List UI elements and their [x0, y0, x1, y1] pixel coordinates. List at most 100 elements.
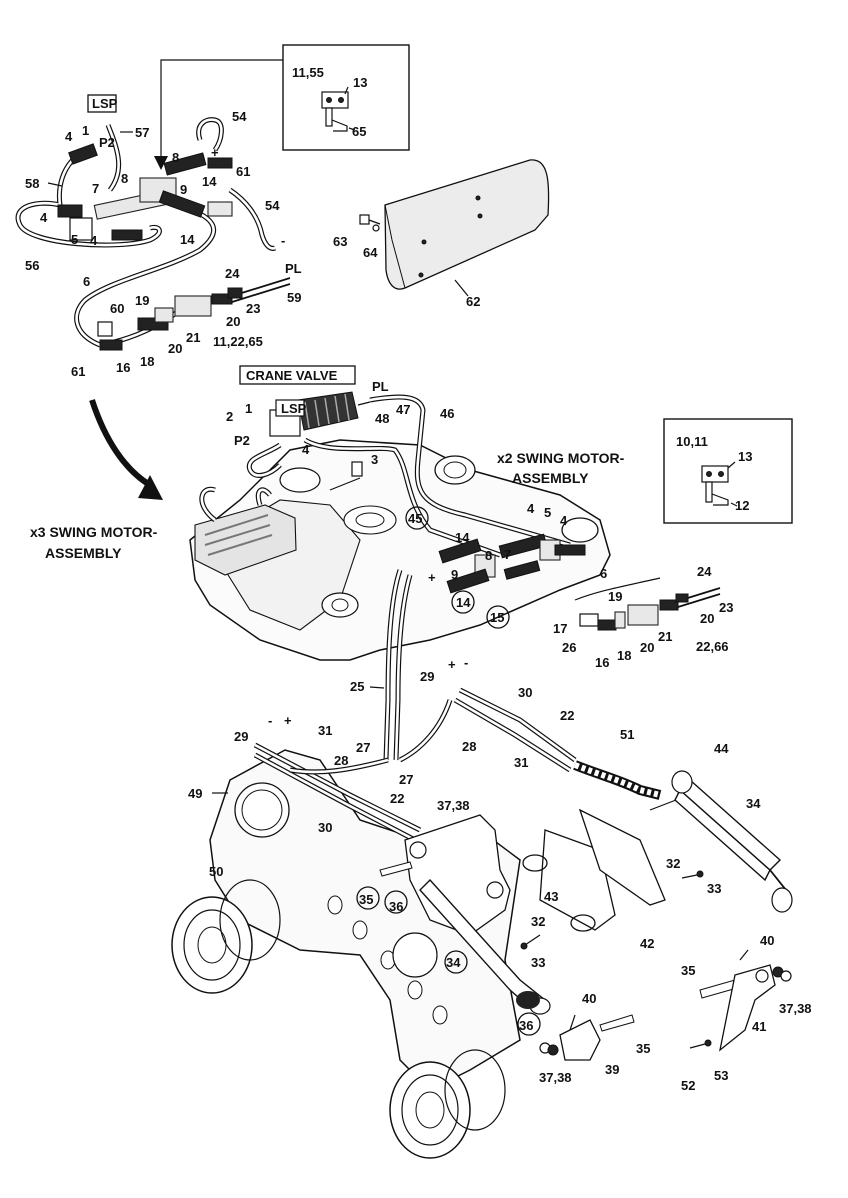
callout-c-14: 14 — [455, 530, 470, 545]
callout-c-4c: 4 — [560, 513, 568, 528]
callout-f-31: 31 — [514, 755, 528, 770]
callout-f-51: 51 — [620, 727, 634, 742]
callout-g-37-38: 37,38 — [437, 798, 470, 813]
x2-swing-motor-label-2: ASSEMBLY — [512, 470, 589, 486]
callout-g-34: 34 — [446, 955, 461, 970]
callout-c-3: 3 — [371, 452, 378, 467]
callout-e-17: 17 — [553, 621, 567, 636]
callout-b-63: 63 — [333, 234, 347, 249]
callout-h-52: 52 — [681, 1078, 695, 1093]
lsp-label-lower: LSP — [281, 401, 307, 416]
callout-f-34: 34 — [746, 796, 761, 811]
p2-label-upper: P2 — [99, 135, 115, 150]
plus-label-c: + — [428, 570, 436, 585]
callout-h-37-38: 37,38 — [779, 1001, 812, 1016]
callout-c-14b: 14 — [456, 595, 471, 610]
callout-e-19: 19 — [608, 589, 622, 604]
callout-f-44: 44 — [714, 741, 729, 756]
lsp-box-lower — [275, 399, 305, 417]
crane-base-frame — [189, 391, 611, 761]
callout-a-6: 6 — [83, 274, 90, 289]
callout-c-46: 46 — [440, 406, 454, 421]
callout-e-20: 20 — [700, 611, 714, 626]
plus-label-f: + — [448, 657, 456, 672]
callout-a-59: 59 — [287, 290, 301, 305]
callout-c-15: 15 — [490, 610, 504, 625]
callout-c-7: 7 — [504, 547, 511, 562]
callout-g-43: 43 — [544, 889, 558, 904]
callout-e-22-66: 22,66 — [696, 639, 729, 654]
callout-d-12: 12 — [735, 498, 749, 513]
callout-a-11-22-65: 11,22,65 — [213, 334, 263, 349]
callout-g-50: 50 — [209, 864, 223, 879]
minus-label-f: - — [464, 655, 468, 670]
callout-b-64: 64 — [363, 245, 378, 260]
callout-f-27b: 27 — [399, 772, 413, 787]
lsp-box-upper — [87, 94, 117, 113]
curved-arrow-icon — [89, 399, 152, 488]
callout-g-35c: 35 — [636, 1041, 650, 1056]
callout-e-21: 21 — [658, 629, 672, 644]
callout-g-39: 39 — [605, 1062, 619, 1077]
callout-h-35: 35 — [681, 963, 695, 978]
x3-swing-motor-label-2: ASSEMBLY — [45, 545, 122, 561]
callout-c-45: 45 — [408, 511, 422, 526]
callout-a-14: 14 — [202, 174, 217, 189]
callout-d-13: 13 — [353, 75, 367, 90]
p2-label-lower: P2 — [234, 433, 250, 448]
callout-c-5: 5 — [544, 505, 551, 520]
callout-f-22b: 22 — [390, 791, 404, 806]
callout-a-61b: 61 — [71, 364, 85, 379]
callout-a-20b: 20 — [168, 341, 182, 356]
callout-f-28b: 28 — [462, 739, 476, 754]
callout-c-4: 4 — [302, 442, 310, 457]
x3-swing-motor-label-1: x3 SWING MOTOR- — [30, 524, 158, 540]
callout-a-18: 18 — [140, 354, 154, 369]
crane-valve-label: CRANE VALVE — [246, 368, 338, 383]
callout-a-9: 9 — [180, 182, 187, 197]
callout-a-7: 7 — [92, 181, 99, 196]
callout-a-1: 1 — [82, 123, 89, 138]
callout-g-40: 40 — [582, 991, 596, 1006]
callout-a-14b: 14 — [180, 232, 195, 247]
callout-d-13b: 13 — [738, 449, 752, 464]
callout-c-4b: 4 — [527, 501, 535, 516]
callout-a-21: 21 — [186, 330, 200, 345]
callout-a-24: 24 — [225, 266, 240, 281]
bottom-right-bracket — [689, 949, 792, 1052]
callout-a-57: 57 — [135, 125, 149, 140]
callout-b-62: 62 — [466, 294, 480, 309]
callout-g-33b: 33 — [531, 955, 545, 970]
callout-c-6: 6 — [600, 566, 607, 581]
x2-swing-motor-label-1: x2 SWING MOTOR- — [497, 450, 625, 466]
plus-label-a: + — [211, 145, 219, 160]
callout-a-4c: 4 — [90, 233, 98, 248]
callout-f-25: 25 — [350, 679, 364, 694]
callout-f-30: 30 — [518, 685, 532, 700]
lower-axle-assembly — [171, 687, 793, 1159]
callout-g-32: 32 — [666, 856, 680, 871]
callout-g-33: 33 — [707, 881, 721, 896]
callout-g-36b: 36 — [519, 1018, 533, 1033]
pl-label-upper: PL — [285, 261, 302, 276]
callout-c-1: 1 — [245, 401, 252, 416]
callout-c-47: 47 — [396, 402, 410, 417]
cover-panel — [359, 159, 550, 290]
callout-a-16: 16 — [116, 360, 130, 375]
callout-d-65: 65 — [352, 124, 366, 139]
callout-a-19: 19 — [135, 293, 149, 308]
callout-c-9: 9 — [451, 567, 458, 582]
callout-a-56: 56 — [25, 258, 39, 273]
callout-a-54: 54 — [232, 109, 247, 124]
callout-e-23: 23 — [719, 600, 733, 615]
callout-a-20: 20 — [226, 314, 240, 329]
right-hose-kit — [574, 577, 721, 631]
callout-f-49: 49 — [188, 786, 202, 801]
callout-h-53: 53 — [714, 1068, 728, 1083]
arrow-down-icon — [154, 156, 168, 170]
callout-f-29: 29 — [420, 669, 434, 684]
minus-label-a: - — [281, 233, 285, 248]
callout-f-28: 28 — [334, 753, 348, 768]
callout-a-8b: 8 — [172, 150, 179, 165]
